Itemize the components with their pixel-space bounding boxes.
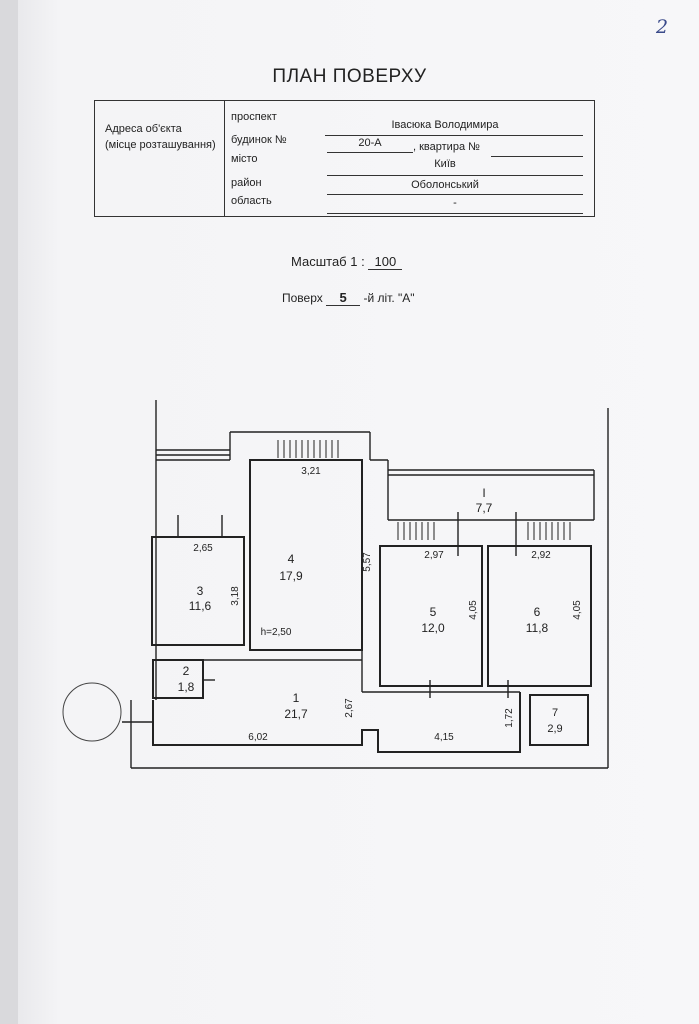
floor-label: Поверх	[282, 291, 323, 305]
region-value: -	[453, 197, 457, 209]
room-6-outline	[487, 545, 592, 687]
table-divider	[224, 101, 225, 216]
object-address-label: Адреса об'єкта (місце розташування)	[105, 121, 216, 153]
prospect-value: Івасюка Володимира	[391, 119, 499, 131]
building-label: будинок №	[231, 134, 287, 146]
scale-line: Масштаб 1 : 100	[291, 254, 403, 270]
dim-room3-width: 2,65	[193, 543, 213, 554]
address-table: Адреса об'єкта (місце розташування) прос…	[94, 100, 595, 217]
scale-value: 100	[368, 254, 403, 270]
dim-hall-height: 2,67	[344, 698, 355, 718]
room-I-area: 7,7	[476, 501, 493, 515]
room-4-area: 17,9	[279, 569, 303, 583]
district-underline	[327, 194, 583, 195]
floor-line: Поверх 5 -й літ. "А"	[282, 290, 415, 306]
object-label-line1: Адреса об'єкта	[105, 123, 182, 135]
dim-room5-width: 2,97	[424, 550, 444, 561]
dim-hall-right-width: 4,15	[434, 732, 454, 743]
document-sheet	[18, 0, 699, 1024]
room-1-outline	[152, 692, 521, 753]
dim-room4-width: 3,21	[301, 466, 321, 477]
room-4-outline	[249, 459, 363, 651]
city-underline	[327, 175, 583, 176]
room-7-outline	[529, 694, 589, 746]
room-3-outline	[151, 536, 245, 646]
dim-room6-width: 2,92	[531, 550, 551, 561]
apartment-label: , квартира №	[413, 141, 480, 153]
room-3-area: 11,6	[189, 599, 212, 613]
room-5-number: 5	[430, 605, 437, 619]
room-5-area: 12,0	[421, 621, 445, 635]
scale-label: Масштаб	[291, 254, 347, 269]
district-label: район	[231, 177, 262, 189]
room-7-area: 2,9	[547, 723, 562, 735]
room-2-number: 2	[183, 664, 190, 678]
dim-room5-length: 4,05	[468, 600, 479, 620]
room-6-number: 6	[534, 605, 541, 619]
room-6-area: 11,8	[526, 621, 549, 635]
apartment-underline	[491, 156, 583, 157]
dim-hall-left-width: 6,02	[248, 732, 268, 743]
building-underline	[327, 152, 413, 153]
dim-room4-length: 5,57	[362, 552, 373, 572]
room-I-number: I	[482, 486, 485, 500]
room-1-number: 1	[293, 691, 300, 705]
page-title: ПЛАН ПОВЕРХУ	[272, 66, 427, 87]
dim-room3-length: 3,18	[230, 586, 241, 606]
room-5-outline	[379, 545, 483, 687]
region-underline	[327, 213, 583, 214]
room-1-area: 21,7	[284, 707, 308, 721]
room-2-outline	[152, 659, 204, 699]
district-value: Оболонський	[411, 179, 479, 191]
dim-room7-side: 1,72	[504, 708, 515, 728]
room-2-area: 1,8	[178, 680, 195, 694]
room-4-number: 4	[288, 552, 295, 566]
room-7-number: 7	[552, 707, 558, 719]
dim-room6-length: 4,05	[572, 600, 583, 620]
building-value: 20-А	[358, 137, 382, 149]
prospect-underline	[325, 135, 583, 136]
city-value: Київ	[434, 158, 456, 170]
room-3-number: 3	[197, 584, 204, 598]
floor-value: 5	[326, 290, 361, 306]
page-number: 2	[656, 16, 669, 38]
ceiling-height: h=2,50	[261, 627, 292, 638]
prospect-label: проспект	[231, 111, 277, 123]
floor-suffix: -й літ. "А"	[363, 291, 415, 305]
region-label: область	[231, 195, 272, 207]
object-label-line2: (місце розташування)	[105, 139, 216, 151]
stamp-circle	[62, 682, 122, 742]
city-label: місто	[231, 153, 258, 165]
scale-prefix: 1 :	[350, 254, 365, 269]
